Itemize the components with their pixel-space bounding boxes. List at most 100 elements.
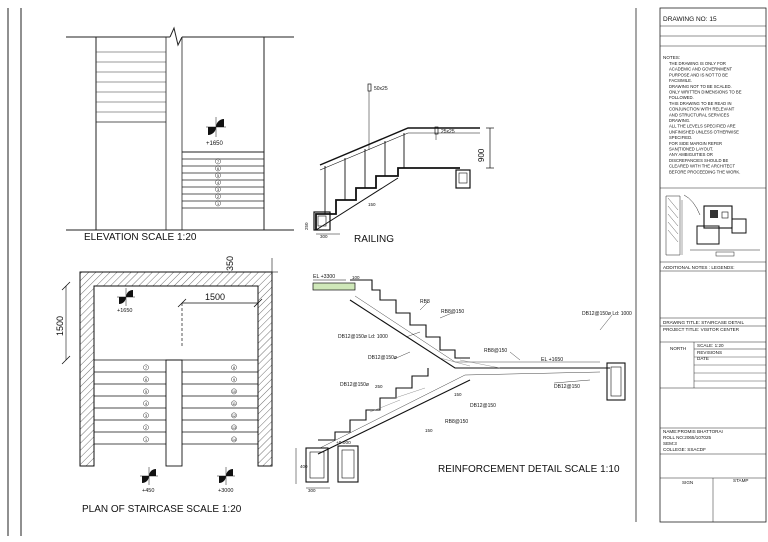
- date-label: DATE: [697, 356, 709, 361]
- railing-callout-1: 50x25: [374, 86, 388, 92]
- notes-line: FACSIMILE.: [669, 78, 692, 83]
- notes-line: CLEARED WITH THE ARCHITECT: [669, 164, 735, 169]
- scale-label: SCALE: 1:20: [697, 343, 724, 348]
- drawing-title: DRAWING TITLE: STAIRCASE DETAIL: [663, 320, 744, 325]
- elevation-step-number: 2: [217, 195, 219, 199]
- leader-line: [509, 351, 521, 361]
- reinforcement-label-el-bottom: +0.000: [336, 440, 351, 446]
- plan-step-number: 9: [233, 378, 235, 382]
- plan-level-left: +450: [142, 488, 154, 494]
- elevation-step-circle: [215, 179, 221, 186]
- plan-step-circle: [143, 364, 149, 371]
- plan-step-number: 10: [232, 390, 236, 394]
- reinforcement-label-rb8-150-c: RB8@150: [445, 419, 468, 425]
- plan-step-circle: [143, 400, 149, 407]
- notes-line: UNFINISHED UNLESS OTHERWISE: [669, 129, 739, 134]
- reinforcement-caption: REINFORCEMENT DETAIL SCALE 1:10: [438, 464, 620, 475]
- notes-line: FOLLOWED.: [669, 95, 694, 100]
- reinforcement-label-db12-ld-right: DB12@150ø Ld: 1000: [582, 311, 632, 317]
- sem-line: SEM:3: [663, 441, 677, 446]
- reinforcement-label-el-top: EL +3300: [313, 274, 335, 280]
- elevation-step-number: 4: [217, 181, 219, 185]
- plan-step-number: 13: [232, 426, 236, 430]
- drawing-number: DRAWING NO: 15: [663, 16, 717, 23]
- plan-level-landing: +1650: [117, 308, 132, 314]
- reinforcement-label-dim-250: 250: [375, 384, 383, 389]
- name-line: NAME:PROMIS BHATTORAI: [663, 429, 723, 434]
- plan-step-number: 8: [233, 366, 235, 370]
- reinforcement-label-db12-ld: DB12@150ø Ld: 1000: [338, 334, 388, 340]
- project-title: PROJECT TITLE: VISITOR CENTER: [663, 327, 740, 332]
- plan-dim-top: 350: [225, 256, 235, 271]
- notes-line: ANY AMBIGUITIES OR: [669, 152, 713, 157]
- plan-step-number: 4: [145, 402, 147, 406]
- elevation-step-circle: [215, 172, 221, 179]
- plan-step-number: 12: [232, 414, 236, 418]
- leader-line: [599, 314, 613, 331]
- reinforcement-label-db12-right: DB12@150: [554, 384, 580, 390]
- plan-step-circle: [231, 436, 237, 443]
- railing-dim-a: 300: [320, 234, 328, 239]
- sign-label: SIGN: [682, 480, 693, 485]
- plan-step-circle: [143, 376, 149, 383]
- elevation-caption: ELEVATION SCALE 1:20: [84, 232, 197, 243]
- plan-step-circle: [143, 412, 149, 419]
- plan-step-circle: [231, 424, 237, 431]
- plan-step-number: 2: [145, 426, 147, 430]
- elevation-step-number: 7: [217, 160, 219, 164]
- notes-line: AND STRUCTURAL SERVICES: [669, 112, 729, 117]
- title-block: DRAWING NO: 15 NOTES: THE DRAWING IS ONL…: [635, 7, 767, 523]
- plan-step-number: 11: [232, 402, 236, 406]
- revisions-label: REVISIONS: [697, 350, 722, 355]
- reinforcement-label-dim-100: 100: [352, 275, 360, 280]
- notes-line: PURPOSE AND IS NOT TO BE: [669, 72, 728, 77]
- plan-step-circle: [231, 376, 237, 383]
- railing-caption: RAILING: [354, 234, 394, 245]
- elevation-step-number: 5: [217, 174, 219, 178]
- plan-step-circle: [231, 388, 237, 395]
- plan-level-marker-right: [217, 467, 235, 485]
- north-label: NORTH: [670, 346, 686, 351]
- college-line: COLLEGE: SSACDF: [663, 447, 706, 452]
- reinforcement-label-el-mid: EL +1650: [541, 357, 563, 363]
- plan-step-number: 6: [145, 378, 147, 382]
- plan-level-marker-landing: [117, 288, 135, 306]
- notes-line: DRAWING.: [669, 118, 690, 123]
- railing-height-dim: 900: [477, 148, 486, 162]
- elevation-level-text: +1650: [206, 141, 224, 147]
- notes-line: CONJUNCTION WITH RELEVANT: [669, 107, 735, 112]
- reinforcement-label-rb8-150-a: RB8@150: [441, 309, 464, 315]
- roll-line: ROLL NO:2065/107025: [663, 435, 712, 440]
- plan-step-circle: [231, 412, 237, 419]
- notes-line: ALL THE LEVELS SPECIFIED ARE: [669, 124, 736, 129]
- railing-dim-c: 150: [368, 202, 376, 207]
- reinforcement-label-db12-b: DB12@150ø: [340, 382, 369, 388]
- plan-step-number: 1: [145, 438, 147, 442]
- notes-line: THIS DRAWING TO BE READ IN: [669, 101, 732, 106]
- plan-step-number: 5: [145, 390, 147, 394]
- plan-dim-left: 1500: [55, 316, 65, 336]
- plan-step-circle: [231, 400, 237, 407]
- plan-step-circle: [143, 424, 149, 431]
- plan-step-circle: [143, 388, 149, 395]
- railing-callout-2: 25x25: [441, 129, 455, 135]
- elevation-step-number: 6: [217, 167, 219, 171]
- notes-line: DRAWING NOT TO BE SCALED.: [669, 84, 732, 89]
- railing-view: 50x25 25x25 900 300 250 150 RAILING: [304, 83, 494, 245]
- notes-line: BEFORE PROCEEDING THE WORK.: [669, 169, 740, 174]
- reinforcement-label-db12-c: DB12@150: [470, 403, 496, 409]
- additional-notes: ADDITIONAL NOTES : LEGENDS:: [663, 265, 735, 270]
- reinforcement-label-dim-150: 150: [454, 392, 462, 397]
- railing-dim-b: 250: [304, 222, 309, 230]
- leader-line: [393, 351, 411, 360]
- plan-dim-landing: 1500: [205, 292, 225, 302]
- elevation-step-circle: [215, 193, 221, 200]
- plan-level-marker-left: [140, 467, 158, 485]
- notes-line: SAN(TIONED LAYOUT.: [669, 147, 713, 152]
- notes-line: ACADEMIC AND GOVERNMENT: [669, 67, 732, 72]
